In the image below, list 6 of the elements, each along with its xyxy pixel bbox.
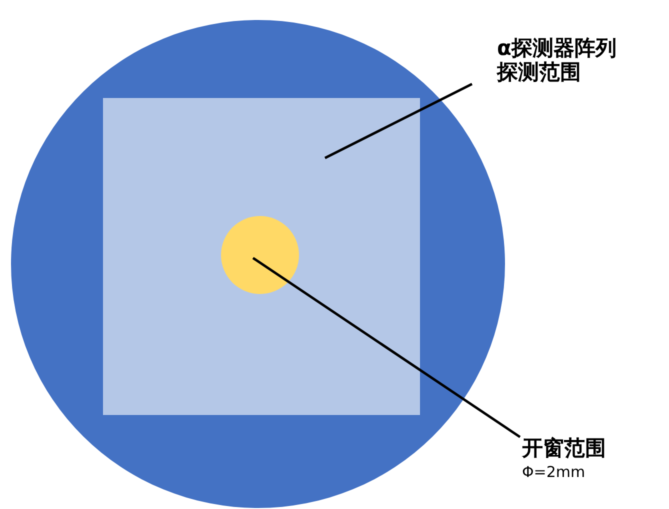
diameter-label: Φ=2mm <box>522 462 586 482</box>
callout-text: 开窗范围 <box>522 436 606 460</box>
detector-square <box>103 98 420 415</box>
leader-line <box>324 82 473 160</box>
callout-text: α探测器阵列探测范围 <box>497 36 618 84</box>
leader-line <box>252 256 521 438</box>
